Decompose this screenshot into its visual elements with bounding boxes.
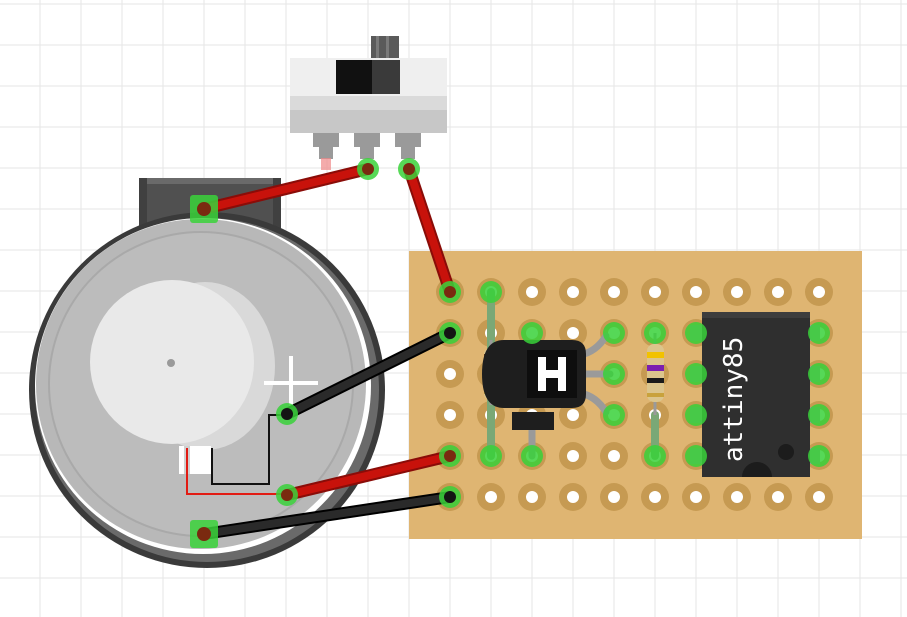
slide-switch[interactable] bbox=[290, 36, 447, 170]
piezo-buzzer bbox=[29, 212, 385, 568]
ic-pin1-marker bbox=[778, 444, 794, 460]
switch-knob[interactable] bbox=[371, 36, 399, 62]
transistor[interactable] bbox=[482, 332, 614, 460]
buzzer-leads bbox=[186, 414, 288, 495]
attiny85-ic[interactable]: attiny85 bbox=[690, 312, 820, 477]
switch-pins bbox=[313, 133, 421, 159]
ic-label: attiny85 bbox=[719, 337, 749, 462]
wires[interactable] bbox=[198, 163, 456, 540]
resistor-2[interactable] bbox=[647, 333, 664, 415]
connection-endpoints[interactable] bbox=[190, 158, 830, 548]
plus-icon bbox=[264, 356, 318, 410]
transistor-logo-icon bbox=[538, 357, 566, 391]
